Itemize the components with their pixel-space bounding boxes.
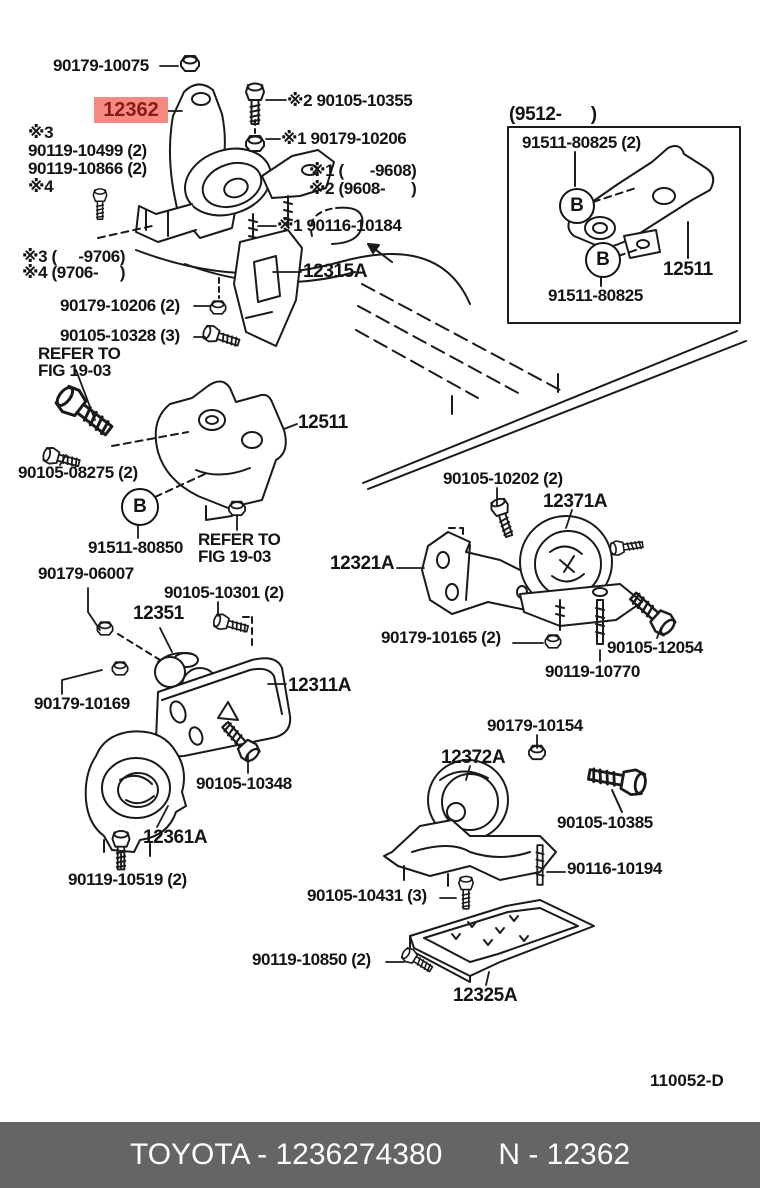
- part-label-91511-80850: 91511-80850: [88, 538, 183, 557]
- diagram-line-art: [40, 55, 747, 986]
- part-label-90105-10301: 90105-10301 (2): [164, 583, 284, 602]
- refer-note-2-line1: REFER TO: [198, 530, 281, 549]
- part-label-90179-10165: 90179-10165 (2): [381, 628, 501, 647]
- part-label-90105-10328: 90105-10328 (3): [60, 326, 180, 345]
- selected-part-label[interactable]: 12362: [94, 97, 168, 123]
- part-label-90116-10184: ※1 90116-10184: [277, 216, 402, 235]
- inset-part-label-12511: 12511: [663, 259, 713, 280]
- part-label-90105-08275: 90105-08275 (2): [18, 463, 138, 482]
- part-label-12325A: 12325A: [453, 985, 518, 1006]
- part-label-90179-10169: 90179-10169: [34, 694, 130, 713]
- mount-12361A-drawing: [84, 730, 187, 871]
- part-label-12351: 12351: [133, 603, 184, 624]
- date-range-note-2: ※2 (9608- ): [309, 179, 417, 198]
- inset-title-9512: (9512- ): [509, 104, 597, 125]
- part-label-90179-10154: 90179-10154: [487, 716, 583, 735]
- part-label-90179-10206: ※1 90179-10206: [281, 129, 407, 148]
- part-label-90105-12054: 90105-12054: [607, 638, 703, 657]
- date-range-note-1: ※1 ( -9608): [309, 161, 417, 180]
- part-label-90105-10202: 90105-10202 (2): [443, 469, 563, 488]
- part-label-90179-10075: 90179-10075: [53, 56, 149, 75]
- part-label-90179-06007: 90179-06007: [38, 564, 134, 583]
- part-label-90119-10866: 90119-10866 (2): [28, 159, 147, 178]
- part-label-12361A: 12361A: [143, 827, 208, 848]
- date-range-note-3: ※3 ( -9706): [22, 247, 126, 266]
- note-marker-3: ※3: [28, 123, 54, 142]
- footer-banner: TOYOTA - 1236274380 N - 12362: [0, 1122, 760, 1188]
- part-label-12371A: 12371A: [543, 491, 608, 512]
- mount-12372A-drawing: [383, 744, 649, 887]
- part-label-12511: 12511: [298, 412, 348, 433]
- part-label-12321A: 12321A: [330, 553, 395, 574]
- part-label-90105-10348: 90105-10348: [196, 774, 292, 793]
- torque-rod-12311A-drawing: [111, 657, 292, 766]
- bracket-12315A-drawing: [200, 229, 303, 352]
- part-label-91511-80825: 91511-80825: [548, 286, 643, 305]
- part-label-90105-10431: 90105-10431 (3): [307, 886, 427, 905]
- part-label-90119-10770: 90119-10770: [545, 662, 640, 681]
- date-range-note-4: ※4 (9706- ): [22, 263, 126, 282]
- refer-note-1-line1: REFER TO: [38, 344, 121, 363]
- inset-marker-b1: B: [559, 188, 595, 224]
- part-label-90179-10206-2: 90179-10206 (2): [60, 296, 180, 315]
- part-label-12372A: 12372A: [441, 747, 506, 768]
- footer-brand-part-number: TOYOTA - 1236274380: [129, 1138, 443, 1171]
- part-label-90105-10385: 90105-10385: [557, 813, 653, 832]
- part-label-90105-10355: ※2 90105-10355: [287, 91, 413, 110]
- plate-12325A-drawing: [398, 875, 595, 983]
- part-label-90119-10519: 90119-10519 (2): [68, 870, 187, 889]
- leader-lines: [59, 65, 662, 986]
- mount-12371A-drawing: [519, 515, 680, 649]
- part-label-90116-10194: 90116-10194: [567, 859, 662, 878]
- figure-code: 110052-D: [650, 1071, 724, 1090]
- bracket-12511-drawing: [40, 380, 287, 521]
- callout-marker-b: B: [121, 488, 159, 526]
- part-label-90119-10850: 90119-10850 (2): [252, 950, 371, 969]
- inset-marker-b2: B: [585, 242, 621, 278]
- part-label-12311A: 12311A: [288, 675, 352, 696]
- refer-note-2-line2: FIG 19-03: [198, 547, 271, 566]
- part-label-91511-80825-2: 91511-80825 (2): [522, 133, 641, 152]
- footer-part-code: N - 12362: [498, 1138, 631, 1171]
- inset-bracket-drawing: [507, 126, 741, 324]
- bracket-12321A-drawing: [421, 495, 543, 615]
- refer-note-1-line2: FIG 19-03: [38, 361, 111, 380]
- part-label-12315A: 12315A: [303, 261, 368, 282]
- body-reference-lines: [310, 206, 747, 490]
- note-marker-4: ※4: [28, 177, 54, 196]
- part-label-90119-10499: 90119-10499 (2): [28, 141, 147, 160]
